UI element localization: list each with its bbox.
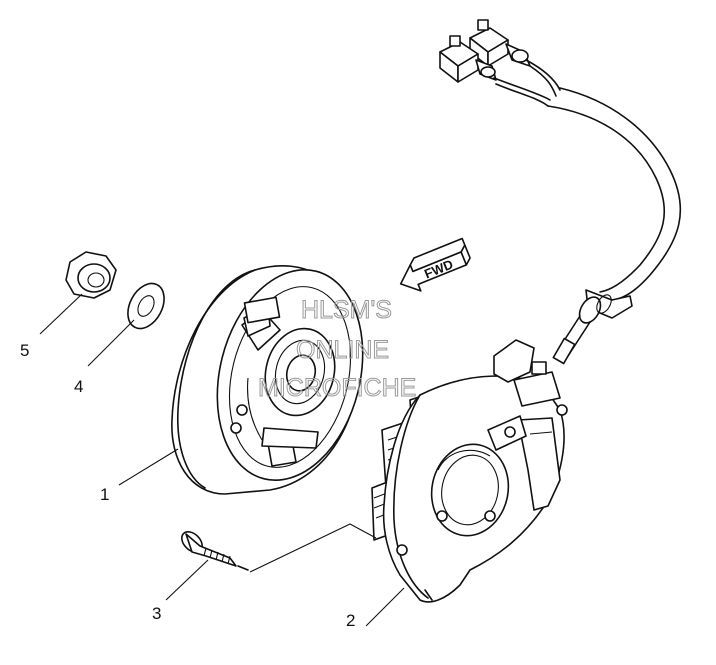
stator-assembly (371, 339, 568, 603)
alignment-line (249, 523, 377, 573)
nut (65, 251, 117, 299)
wire-connectors (439, 19, 531, 83)
wire-harness (493, 59, 682, 365)
leader-lines (39, 293, 405, 627)
callout-1: 1 (100, 485, 109, 504)
callout-5: 5 (20, 341, 29, 360)
flywheel-rotor (171, 265, 364, 495)
fwd-arrow: FWD (399, 237, 471, 292)
watermark: HLSM'S ONLINE MICROFICHE (258, 296, 417, 403)
washer (127, 282, 165, 330)
watermark-line-3: MICROFICHE (258, 374, 416, 402)
screw (181, 531, 249, 571)
callout-2: 2 (346, 611, 355, 630)
callout-4: 4 (74, 377, 83, 396)
watermark-line-1: HLSM'S (301, 296, 392, 324)
watermark-line-2: ONLINE (296, 336, 389, 364)
callout-3: 3 (152, 604, 161, 623)
